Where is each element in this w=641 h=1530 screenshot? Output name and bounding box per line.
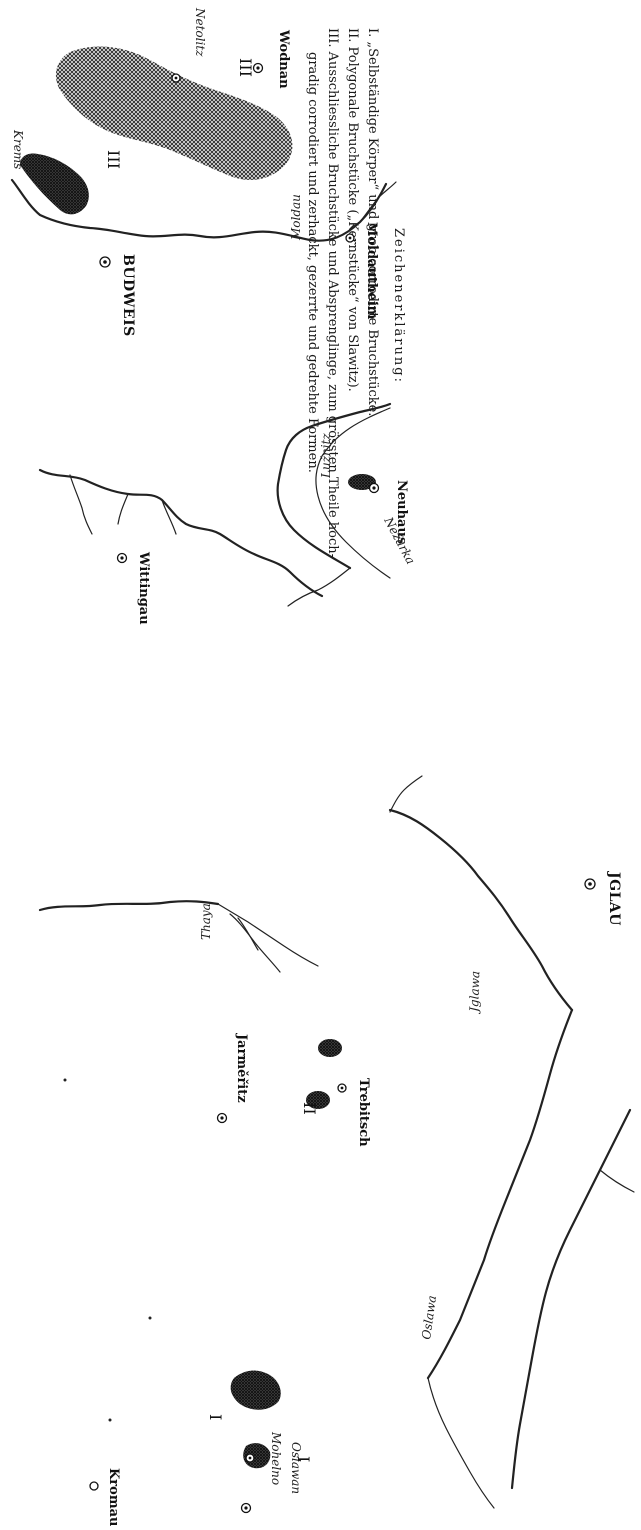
iglawa-source bbox=[389, 775, 423, 813]
marker-wodnan bbox=[252, 62, 264, 74]
nezarka-trib bbox=[287, 567, 351, 607]
river-label-thaya: Thaya bbox=[199, 903, 213, 940]
luznitz-lower bbox=[38, 468, 324, 598]
legend-item-4: gradig corrodiert und zerhackt, gezerrte… bbox=[305, 52, 320, 473]
town-label-trebitsch: Trebitsch bbox=[356, 1078, 371, 1147]
zone-label-iii-wodnan: III bbox=[236, 58, 255, 77]
zone-i-oslawa-1 bbox=[230, 1370, 281, 1410]
thaya-trib-3 bbox=[237, 917, 259, 951]
zone-label-ii-trebitsch: II bbox=[300, 1102, 319, 1115]
marker-moldautheim bbox=[345, 233, 355, 243]
river-label-oslawa: Oslawa bbox=[419, 1294, 439, 1340]
legend-title: Zeichenerklärung: bbox=[391, 228, 406, 384]
oslawa-trib bbox=[599, 1169, 635, 1193]
marker-budweis bbox=[99, 256, 111, 268]
town-label-wodnan: Wodnan bbox=[276, 29, 291, 89]
legend: Zeichenerklärung: I. „Selbständige Körpe… bbox=[305, 28, 406, 558]
zone-neuhaus bbox=[348, 474, 376, 490]
legend-item-1: I. „Selbständige Körper“ und grob corrod… bbox=[365, 28, 380, 416]
legend-item-2: II. Polygonale Bruchstücke („Kernstücke“… bbox=[345, 28, 360, 392]
river-label-luznitz: Lužnitz bbox=[319, 433, 333, 479]
river-label-krems: Krems bbox=[11, 129, 25, 169]
marker-jarmeritz bbox=[216, 1112, 228, 1124]
town-label-jarmeritz: Jarměřitz bbox=[234, 1033, 249, 1103]
luznitz-trib-3 bbox=[161, 499, 177, 535]
zone-ii-trebitsch-1 bbox=[318, 1039, 342, 1057]
moldau-trib-upper bbox=[359, 181, 397, 223]
marker-wittingau bbox=[116, 552, 128, 564]
town-label-moldautheim: Moldautheim bbox=[364, 222, 379, 320]
zone-ii-trebitsch-2 bbox=[306, 1091, 330, 1109]
thaya-trib-2 bbox=[229, 913, 281, 973]
luznitz-river bbox=[276, 402, 392, 570]
stray-dot-2 bbox=[148, 1316, 152, 1320]
town-label-kromau: Kromau bbox=[106, 1468, 121, 1526]
marker-netolitz bbox=[171, 73, 181, 83]
zone-label-i-oslawa-1: I bbox=[206, 1414, 225, 1420]
iglawa-end bbox=[427, 1377, 495, 1509]
town-label-budweis: BUDWEIS bbox=[120, 254, 136, 337]
legend-item-3: III. Ausschliessliche Bruchstücke und Ab… bbox=[325, 28, 340, 558]
moldau-river bbox=[10, 178, 388, 242]
town-label-iglau: JGLAU bbox=[606, 870, 622, 926]
luznitz-trib-1 bbox=[69, 474, 93, 535]
nezarka-river bbox=[315, 407, 391, 579]
town-label-wittingau: Wittingau bbox=[136, 551, 151, 625]
thaya-river bbox=[38, 900, 220, 912]
zone-label-iii-netolitz: III bbox=[104, 150, 123, 169]
town-label-netolitz: Netolitz bbox=[193, 7, 207, 57]
stray-dot-3 bbox=[108, 1418, 112, 1422]
zone-label-i-oslawa-2: I bbox=[294, 1456, 313, 1462]
marker-iglau bbox=[584, 878, 596, 890]
town-label-neuhaus: Neuhaus bbox=[394, 480, 409, 544]
town-label-mohelno: Mohelno bbox=[269, 1431, 283, 1485]
iglawa-lower bbox=[426, 1008, 574, 1380]
marker-neuhaus bbox=[368, 482, 380, 494]
town-label-oslawan: Oslawan bbox=[289, 1442, 303, 1494]
luznitz-trib-2 bbox=[117, 493, 129, 525]
thaya-trib-1 bbox=[217, 903, 319, 967]
zone-iii-wodnan-netolitz bbox=[55, 46, 293, 180]
river-label-iglawa: Jglawa bbox=[467, 971, 483, 1015]
oslawa-river bbox=[510, 1108, 632, 1490]
river-label-moldau: Moldau bbox=[289, 194, 303, 241]
marker-oslawan bbox=[240, 1502, 252, 1514]
zone-iii-krems bbox=[20, 153, 89, 215]
marker-trebitsch bbox=[337, 1083, 347, 1093]
marker-mohelno bbox=[245, 1453, 255, 1463]
marker-kromau bbox=[89, 1481, 99, 1491]
stray-dot-1 bbox=[63, 1078, 67, 1082]
iglawa-river bbox=[388, 808, 574, 1012]
